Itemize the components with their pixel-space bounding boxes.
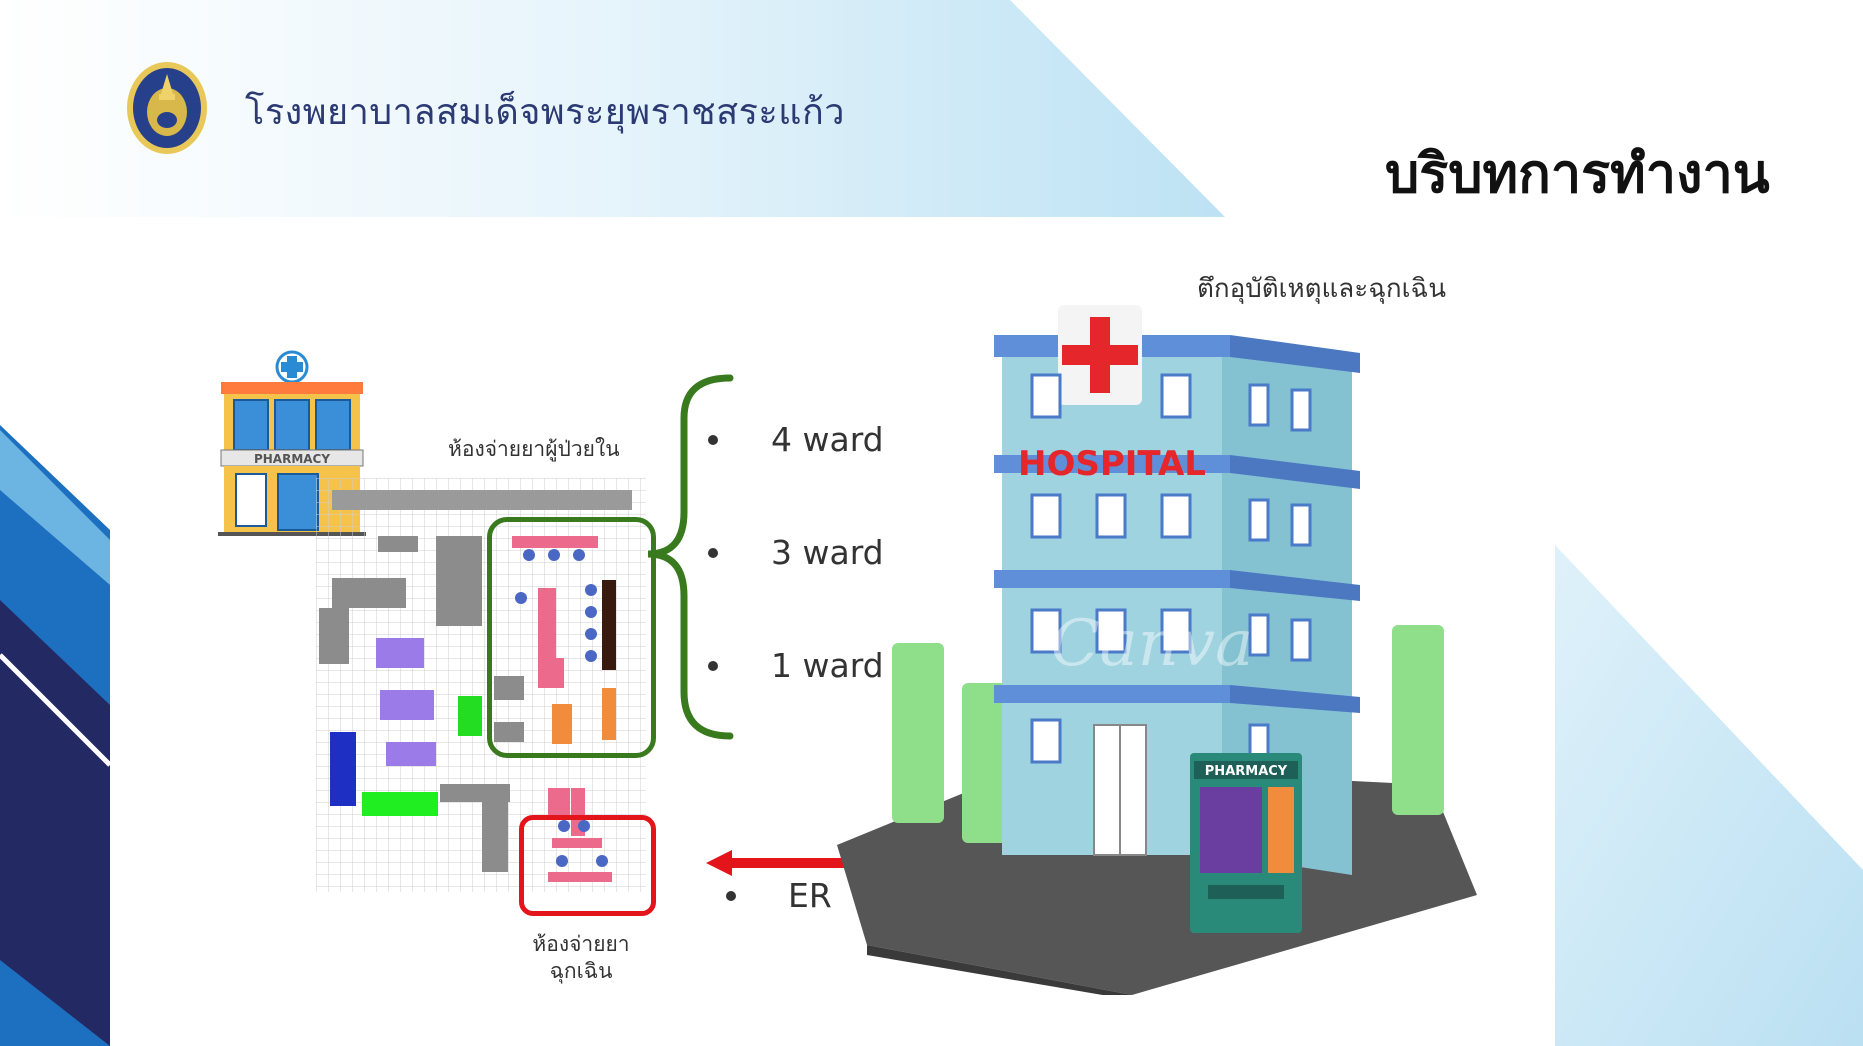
hospital-logo-icon — [127, 62, 207, 154]
hospital-sign: HOSPITAL — [1018, 444, 1206, 484]
bullet-dot — [708, 547, 718, 558]
building-label: ตึกอุบัติเหตุและฉุกเฉิน — [1197, 274, 1447, 304]
er-area-highlight — [519, 815, 656, 916]
bullet-dot — [708, 434, 718, 445]
hospital-building-icon: HOSPITAL PHARMACY Canva — [837, 305, 1477, 995]
ward-list-item: 4 ward — [708, 420, 884, 459]
hospital-name: โรงพยาบาลสมเด็จพระยุพราชสระแก้ว — [245, 92, 845, 133]
red-arrow-icon — [706, 850, 898, 876]
ward-brace-icon — [647, 374, 734, 740]
bullet-dot — [726, 890, 736, 901]
slide-title: บริบทการทำงาน — [1385, 142, 1770, 205]
pharmacy-building-icon: PHARMACY — [218, 350, 366, 536]
canva-watermark: Canva — [1051, 607, 1254, 681]
pharmacy-floor-plan — [316, 478, 646, 892]
kiosk-sign: PHARMACY — [1205, 764, 1288, 779]
er-list-item: ER — [726, 876, 832, 915]
er-label: ER — [788, 876, 832, 915]
ward-list-item: 1 ward — [708, 646, 884, 685]
er-pharmacy-label-line2: ฉุกเฉิน — [549, 959, 613, 983]
er-pharmacy-label-line1: ห้องจ่ายยา — [532, 932, 630, 956]
ward-label: 3 ward — [771, 533, 884, 572]
bullet-dot — [708, 660, 718, 671]
ward-list-item: 3 ward — [708, 533, 884, 572]
ward-label: 1 ward — [771, 646, 884, 685]
inpatient-area-highlight — [487, 517, 656, 758]
ward-label: 4 ward — [771, 420, 884, 459]
inpatient-pharmacy-label: ห้องจ่ายยาผู้ป่วยใน — [448, 437, 620, 461]
er-pharmacy-label: ห้องจ่ายยา ฉุกเฉิน — [531, 931, 631, 985]
pharmacy-sign: PHARMACY — [254, 452, 330, 466]
